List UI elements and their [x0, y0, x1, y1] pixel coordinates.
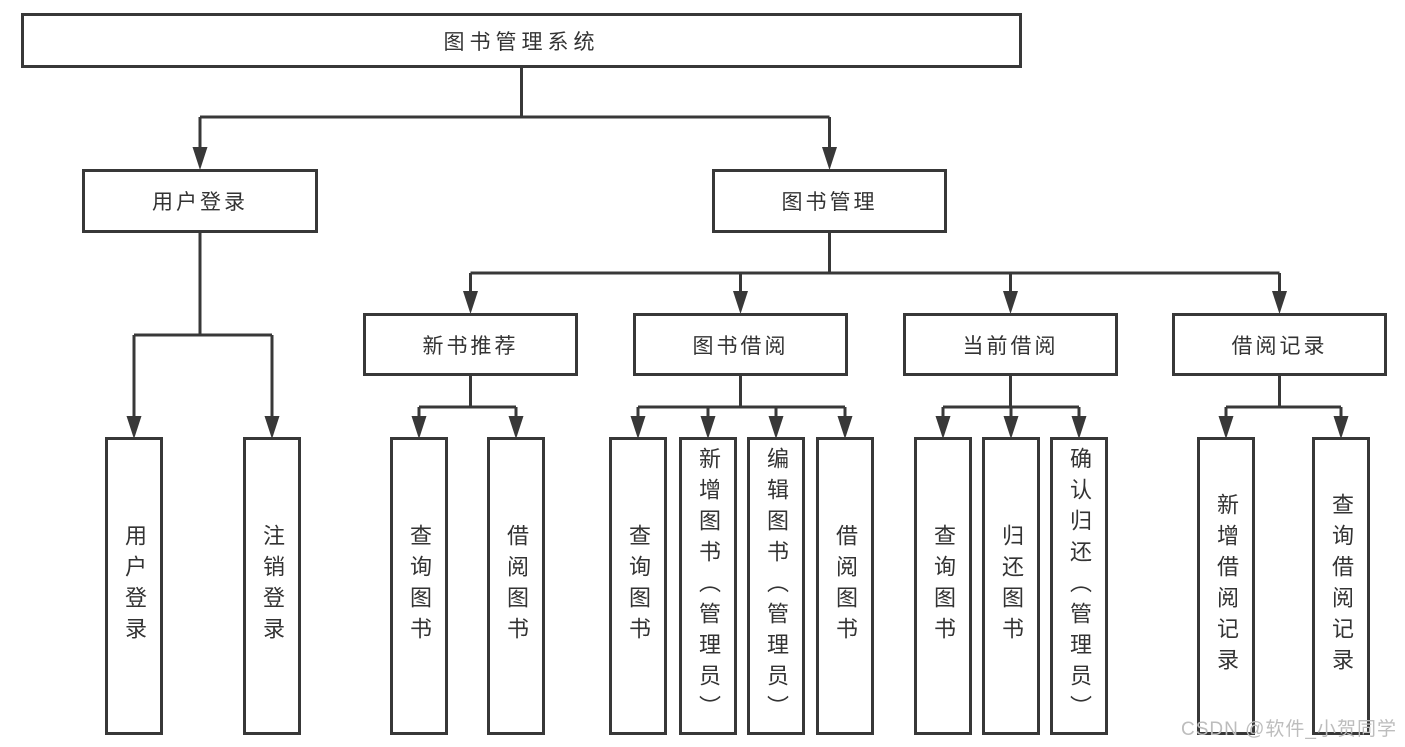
- leaf-user-login: 用户登录: [105, 437, 163, 735]
- leaf-add-borrow-record: 新增借阅记录: [1197, 437, 1255, 735]
- leaf-query-books-current: 查询图书: [914, 437, 972, 735]
- leaf-label: 查询图书: [626, 524, 651, 648]
- node-new-book-recommendation: 新书推荐: [363, 313, 578, 376]
- node-current-borrowing: 当前借阅: [903, 313, 1118, 376]
- arrowheads: [126, 147, 1349, 439]
- leaf-label: 借阅图书: [833, 524, 858, 648]
- leaf-logout-login: 注销登录: [243, 437, 301, 735]
- node-user-login: 用户登录: [82, 169, 318, 233]
- node-book-borrowing: 图书借阅: [633, 313, 848, 376]
- leaf-label: 查询借阅记录: [1329, 493, 1354, 679]
- leaf-label: 新增借阅记录: [1214, 493, 1239, 679]
- watermark-text: CSDN @软件_小贺同学: [1181, 719, 1397, 740]
- leaf-return-books: 归还图书: [982, 437, 1040, 735]
- leaf-label: 编辑图书（管理员）: [764, 446, 789, 726]
- leaf-label: 借阅图书: [504, 524, 529, 648]
- leaf-borrow-books-recommend: 借阅图书: [487, 437, 545, 735]
- leaf-label: 用户登录: [122, 524, 147, 648]
- node-library-management-system: 图书管理系统: [21, 13, 1022, 68]
- leaf-label: 归还图书: [999, 524, 1024, 648]
- leaf-label: 查询图书: [407, 524, 432, 648]
- node-book-management: 图书管理: [712, 169, 947, 233]
- leaf-borrow-books-borrowing: 借阅图书: [816, 437, 874, 735]
- leaf-query-books-borrowing: 查询图书: [609, 437, 667, 735]
- leaf-label: 查询图书: [931, 524, 956, 648]
- leaf-label: 注销登录: [260, 524, 285, 648]
- leaf-label: 新增图书（管理员）: [696, 446, 721, 726]
- leaf-add-books-admin: 新增图书（管理员）: [679, 437, 737, 735]
- leaf-edit-books-admin: 编辑图书（管理员）: [747, 437, 805, 735]
- leaf-confirm-return-admin: 确认归还（管理员）: [1050, 437, 1108, 735]
- leaf-query-borrow-record: 查询借阅记录: [1312, 437, 1370, 735]
- node-borrowing-records: 借阅记录: [1172, 313, 1387, 376]
- leaf-query-books-recommend: 查询图书: [390, 437, 448, 735]
- leaf-label: 确认归还（管理员）: [1067, 446, 1092, 726]
